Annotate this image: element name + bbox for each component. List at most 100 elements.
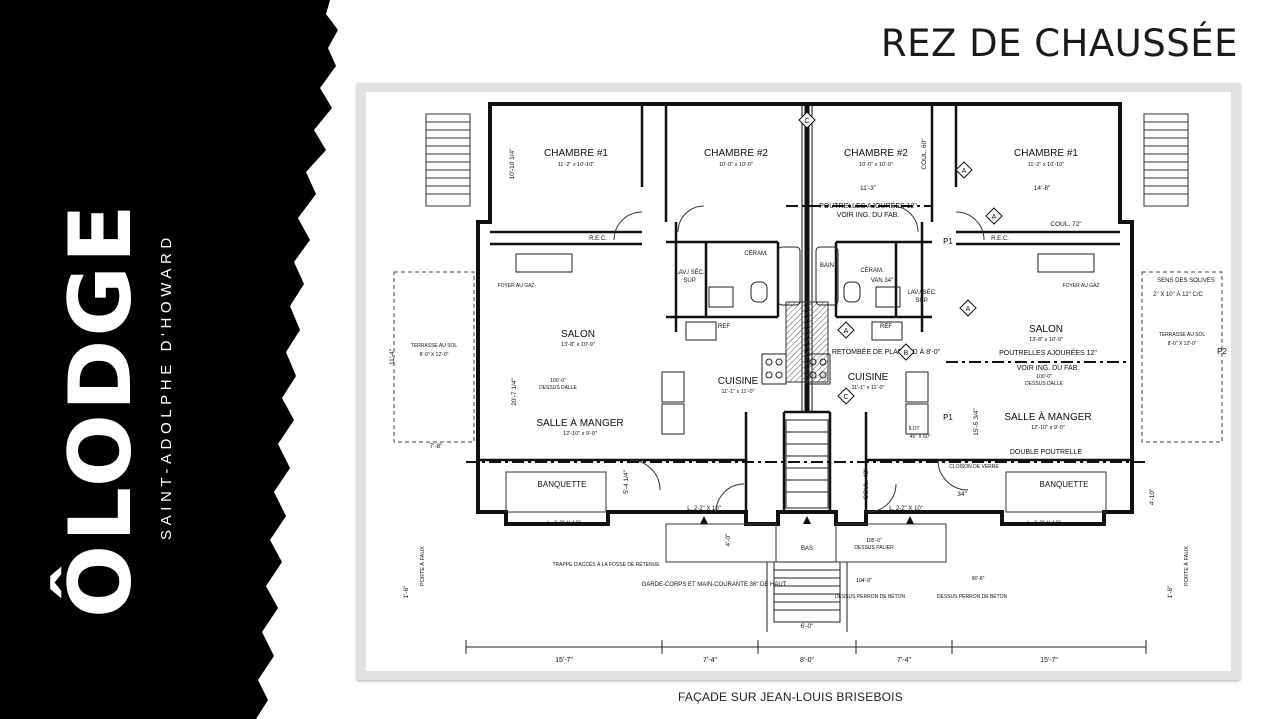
room-name: CUISINE xyxy=(718,376,759,387)
brand-logo: ÔLODGE xyxy=(51,201,151,618)
front-exterior-stair xyxy=(766,561,848,632)
terrace-label: TERRASSE AU SOL xyxy=(1159,332,1206,338)
torn-edge-background xyxy=(0,0,338,719)
dimension-label: 14'-8" xyxy=(1034,185,1051,192)
room-name: CHAMBRE #1 xyxy=(544,148,608,159)
column-label: P2 xyxy=(1217,347,1227,356)
room-name: SALLE À MANGER xyxy=(536,416,623,429)
kitchen-ranges xyxy=(661,353,929,435)
room-size: 10'-0" x 10'-0" xyxy=(859,162,893,168)
porte-a-faux-label: PORTE À FAUX xyxy=(419,546,426,586)
guardrail-label: GARDE-CORPS ET MAIN-COURANTE 36" DE HAUT xyxy=(642,582,787,588)
dimension-label: 1'-6" xyxy=(403,585,410,599)
dimension-label: 4'-10" xyxy=(1149,488,1156,505)
section-marker-label: C xyxy=(843,394,848,401)
room-size: 11'-1" x 11'-0" xyxy=(851,385,884,391)
dimension-label: 8'-0" xyxy=(800,657,814,664)
column-label: P1 xyxy=(943,237,953,246)
section-markers xyxy=(798,111,1003,405)
dimension-label: 4'-0" xyxy=(725,533,732,547)
room-name: CUISINE xyxy=(848,372,889,383)
fireplaces xyxy=(515,253,1095,273)
room-name: BANQUETTE xyxy=(1040,480,1089,489)
room-name: SALLE À MANGER xyxy=(1004,410,1091,423)
interior-walls xyxy=(478,104,1132,512)
joists-label: POUTRELLES AJOURÉES 12" xyxy=(819,201,917,210)
joist-size-label: 2" X 10" À 12" C/C xyxy=(1153,291,1203,298)
left-exterior-stair xyxy=(425,113,471,207)
door-swings xyxy=(613,205,985,513)
dimension-label: 34" xyxy=(957,491,967,498)
dimension-label: 6'-0" xyxy=(801,623,815,630)
dimension-label: 7'-4" xyxy=(897,657,911,664)
dimension-label: 11'-3" xyxy=(860,185,877,192)
room-size: 11'-2" x 10'-10" xyxy=(558,162,595,168)
ceramic-label: CÉRAM. xyxy=(744,250,768,257)
porte-a-faux-label: PORTE À FAUX xyxy=(1183,546,1190,586)
facade-caption: FAÇADE SUR JEAN-LOUIS BRISEBOIS xyxy=(678,690,903,704)
dimension-label: COUL. 72" xyxy=(1050,221,1082,228)
fridge-label: REF xyxy=(718,324,730,330)
laundry-sup-label: SUP. xyxy=(915,298,929,304)
joist-direction-label: SENS DES SOLIVES xyxy=(1157,278,1215,284)
terrace-size: 8'-0" X 12'-0" xyxy=(1168,341,1197,347)
joists-note: VOIR ING. DU FAB. xyxy=(1017,365,1080,372)
laundry-sup-label: SUP. xyxy=(683,278,697,284)
room-size: 12'-10" x 9'-0" xyxy=(563,431,597,437)
room-size: 13'-8" x 10'-9" xyxy=(1029,337,1063,343)
room-name: CHAMBRE #1 xyxy=(1014,148,1078,159)
lintel-label: L. 3-2" X 10" xyxy=(1027,521,1061,527)
lintel-label: L. 2-2" X 10" xyxy=(687,506,721,512)
laundry-label: LAV./ SÉC. xyxy=(907,289,937,296)
soffit-label: RETOMBÉE DE PLAFOND À 8'-0" xyxy=(832,347,941,356)
banquette-right xyxy=(1005,471,1107,513)
floor-plan-frame: CHAMBRE #1 CHAMBRE #2 CHAMBRE #2 CHAMBRE… xyxy=(357,83,1240,680)
page-title: REZ DE CHAUSSÉE xyxy=(880,22,1238,65)
joists-label: POUTRELLES AJOURÉES 12" xyxy=(999,348,1097,357)
banquette-left xyxy=(505,471,607,513)
section-marker-label: C xyxy=(804,118,809,125)
elevation-value: 100'-0" xyxy=(1036,374,1052,380)
dimension-label: 10'-10 1/4" xyxy=(509,148,516,180)
fireplace-label: FOYER AU GAZ xyxy=(498,283,535,289)
terrace-label: TERRASSE AU SOL xyxy=(411,343,458,349)
room-size: 10'-0" x 10'-0" xyxy=(719,162,753,168)
right-terrace xyxy=(1141,271,1223,443)
floor-plan: CHAMBRE #1 CHAMBRE #2 CHAMBRE #2 CHAMBRE… xyxy=(389,102,1227,664)
left-terrace xyxy=(393,271,475,443)
room-name: BANQUETTE xyxy=(538,480,587,489)
island-label: ÎLOT xyxy=(907,425,919,432)
dimension-label: 15'-5 3/4" xyxy=(973,408,980,436)
dimension-label: COUL. 48" xyxy=(863,468,870,500)
elevation-value: 105'-0" xyxy=(866,538,882,544)
lintel-label: L. 3-2" X 10" xyxy=(547,521,581,527)
section-marker-label: B xyxy=(904,350,909,357)
vanity-label: VAN 34" xyxy=(871,278,893,284)
dimension-label: 7'-8" xyxy=(430,443,444,450)
section-marker-label: A xyxy=(844,328,849,335)
elevation-label: DESSUS DALLE xyxy=(539,385,577,391)
right-exterior-stair xyxy=(1143,113,1189,207)
room-size: 13'-8" x 10'-9" xyxy=(561,342,595,348)
elevation-value: 96'-8" xyxy=(972,576,985,582)
central-stair xyxy=(785,419,829,509)
rec-label: R.E.C. xyxy=(589,236,607,242)
dimension-label: 11'-4" xyxy=(389,348,396,365)
front-porch-right xyxy=(835,523,947,563)
brand-sidebar xyxy=(0,0,338,719)
elevation-value: 100'-0" xyxy=(550,378,566,384)
front-porch-left xyxy=(665,523,777,563)
double-joist-label: DOUBLE POUTRELLE xyxy=(1010,449,1083,456)
room-size: 11'-2" x 10'-10" xyxy=(1028,162,1065,168)
elevation-value: 104'-8" xyxy=(856,578,872,584)
brand-subtitle: SAINT-ADOLPHE D'HOWARD xyxy=(158,233,175,540)
bottom-dimension-line xyxy=(465,640,1147,654)
fridge-label: REF xyxy=(880,324,892,330)
dimension-label: 7'-4" xyxy=(703,657,717,664)
room-size: 12'-10" x 9'-0" xyxy=(1031,425,1065,431)
room-name: CHAMBRE #2 xyxy=(704,148,768,159)
terrace-size: 8'-0" X 12'-0" xyxy=(420,352,449,358)
rec-label: R.E.C. xyxy=(991,236,1009,242)
elevation-label: DESSUS PERRON DE BÉTON xyxy=(835,593,906,600)
section-marker-label: A xyxy=(992,214,997,221)
